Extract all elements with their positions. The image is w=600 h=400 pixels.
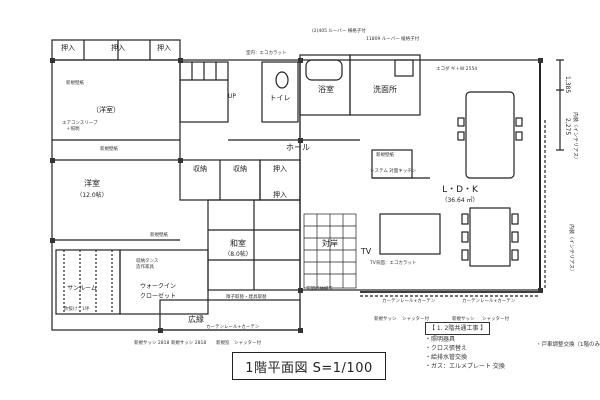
room-western2-area: （12.0帖） [76, 191, 107, 199]
room-sunroom: サンルーム [67, 285, 97, 292]
note-louver-1: (2)405 ルーバー 横格子付 [312, 27, 366, 34]
note-shutter-bottom: 新規窓 シャッター付 [216, 339, 261, 346]
notes-right: ・戸車調整交換（1階のみ） [536, 342, 600, 348]
drawing-title: 1階平面図 S=1/100 [232, 352, 386, 380]
room-toilet: トイレ [270, 94, 291, 102]
note-new-sash-2: 新規サッシ [452, 315, 475, 322]
note-ldk-window: エコダ ギ＋W 2554 [436, 65, 477, 72]
room-walkin2: クローゼット [140, 292, 176, 300]
note-curtain-2: カーテンレール+カーテン [462, 298, 516, 304]
walkin-closet [119, 249, 209, 315]
room-hall: ホール [286, 143, 310, 152]
notes-line4: ・ガス：エルメプレート 交換 [425, 363, 505, 370]
washroom [349, 54, 421, 116]
room-storage-1: 収納 [193, 164, 207, 173]
oshiire-5: 押入 [273, 190, 287, 199]
toilet-bowl [275, 71, 289, 89]
notes-header: 【 1. 2階共通工事 】 [425, 322, 491, 335]
note-new-sash-bottom: 新規サッシ 2818 新規サッシ 2818 [134, 339, 206, 346]
room-walkin1: ウォークイン [140, 282, 176, 290]
room-entrance: 広縁 [188, 314, 204, 324]
notes-line2: ・クロス張替え [425, 345, 468, 352]
notes-line3: ・給排水管交換 [425, 354, 468, 361]
oshiire-2: 押入 [111, 43, 125, 52]
room-kitchen-mark: 対岸 [322, 238, 338, 248]
sofa [379, 213, 441, 255]
label-interior-2: 内装（インテリアス） [568, 224, 575, 274]
dim-2275: 2,275 [564, 118, 571, 135]
note-new-wall-4: 新規壁紙 [376, 151, 394, 158]
room-western2: 洋室 [84, 178, 100, 188]
note-new-wall-2: 新規壁紙 [100, 145, 118, 152]
label-interior-1: 内装（インテリアス） [572, 112, 579, 162]
kitchen-tile-grid [303, 213, 357, 289]
note-new-sash-1: 新規サッシ [374, 315, 397, 322]
room-tv: TV [360, 247, 372, 256]
toilet-room [261, 61, 299, 123]
stairs-up: UP [228, 93, 236, 100]
note-shutter-1: シャッター付 [402, 315, 429, 322]
top-storage-row [51, 39, 181, 61]
room-ldk-area: （36.64 ㎡） [441, 196, 478, 204]
room-ldk: L・D・K [442, 185, 479, 195]
note-tv-ecocarat: TV背面：エコカラット [369, 259, 416, 266]
note-sliding-door: 障子取替・建具取替 [226, 293, 267, 300]
entrance-engawa [159, 299, 301, 331]
room-western1: （洋室） [92, 105, 120, 114]
note-new-wall-3: 新規壁紙 [150, 231, 168, 238]
note-shutter-2: シャッター付 [482, 315, 509, 322]
note-closet-2: 造作家具 [136, 263, 154, 270]
room-storage-2: 収納 [233, 164, 247, 173]
note-curtain-1: カーテンレール+カーテン [382, 298, 436, 304]
room-washitsu-area: （8.0帖） [224, 250, 252, 258]
note-closet-1: 収納タンス [136, 257, 159, 264]
dim-1385: 1,385 [564, 76, 571, 93]
oshiire-4: 押入 [273, 164, 287, 173]
note-new-wall-1: 新規壁紙 [66, 79, 84, 86]
notes-line1: ・照明器具 [425, 336, 456, 343]
note-ac-sleeve-sub: ＋照明 [66, 126, 80, 132]
note-ecocarat: 室内：エコカラット [246, 49, 287, 56]
island-counter [465, 91, 515, 179]
room-washroom: 洗面所 [373, 84, 397, 94]
note-entrance-remove: 玄関収納撤去 [306, 285, 333, 292]
room-bath: 浴室 [318, 84, 334, 94]
oshiire-1: 押入 [61, 43, 75, 52]
note-system-kitchen: システム 対面キッチン [370, 167, 417, 174]
note-louver-2: 11809 ルーバー 縦格子付 [366, 35, 420, 42]
oshiire-3: 押入 [157, 43, 171, 52]
sunroom [55, 249, 121, 315]
notes-panel: 【 1. 2階共通工事 】 ・照明器具 ・クロス張替え ・給排水管交換 ・ガス：… [425, 322, 589, 390]
note-curtain-bottom: カーテンレール+カーテン [206, 324, 260, 330]
note-sunroom: 吹抜け：1坪 [64, 305, 90, 312]
room-washitsu: 和室 [230, 238, 246, 248]
note-ac-sleeve: エアコンスリーブ [62, 119, 98, 126]
dining-table [469, 207, 511, 267]
